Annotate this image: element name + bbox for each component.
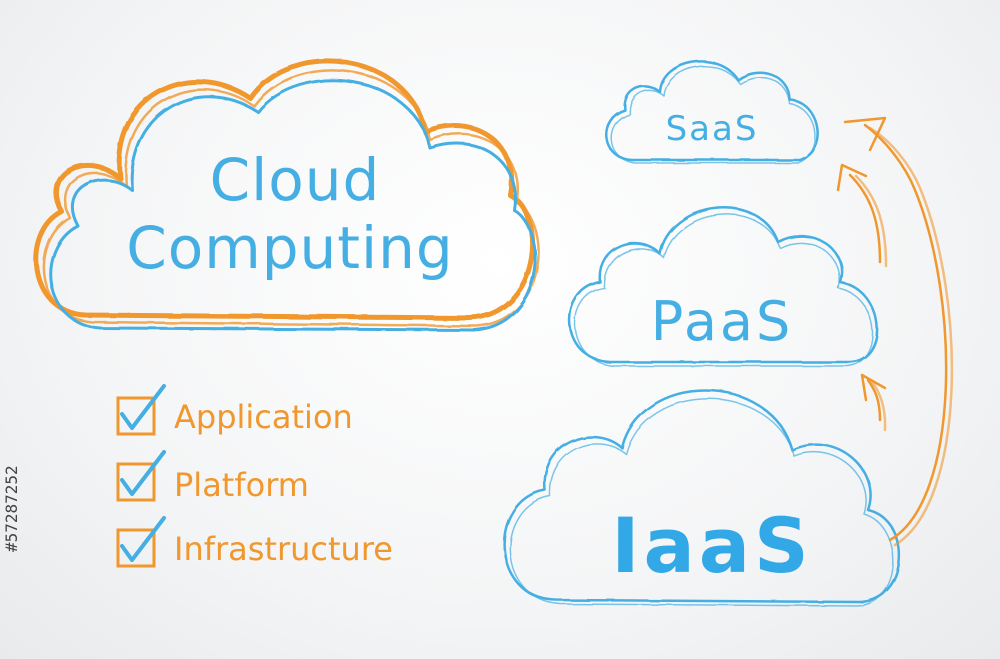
tier-label-paas: PaaS xyxy=(651,290,794,353)
checklist-label-infrastructure: Infrastructure xyxy=(174,530,393,568)
tier-label-iaas: IaaS xyxy=(611,501,813,590)
iaas-cloud-shape xyxy=(502,389,901,607)
checkmark-icon xyxy=(120,516,166,562)
checkbox xyxy=(116,396,156,436)
checklist-label-application: Application xyxy=(174,398,353,436)
main-cloud-title-line1: Cloud xyxy=(210,146,381,214)
stock-id-watermark: #57287252 xyxy=(2,465,21,552)
tier-label-saas: SaaS xyxy=(666,109,759,149)
main-cloud-shape xyxy=(33,58,540,332)
checklist: Application Platform Infrastructure xyxy=(116,384,393,568)
checkmark-icon xyxy=(120,450,166,496)
checkbox xyxy=(116,462,156,502)
saas-cloud-shape xyxy=(605,60,820,164)
checklist-item xyxy=(116,450,166,502)
checklist-item xyxy=(116,516,166,568)
paas-cloud-shape xyxy=(568,206,879,367)
checklist-item xyxy=(116,384,166,436)
checkmark-icon xyxy=(120,384,166,430)
main-cloud-title-line2: Computing xyxy=(126,214,454,282)
arrow-up-icon xyxy=(836,116,954,547)
checkbox xyxy=(116,528,156,568)
checklist-label-platform: Platform xyxy=(174,466,309,504)
